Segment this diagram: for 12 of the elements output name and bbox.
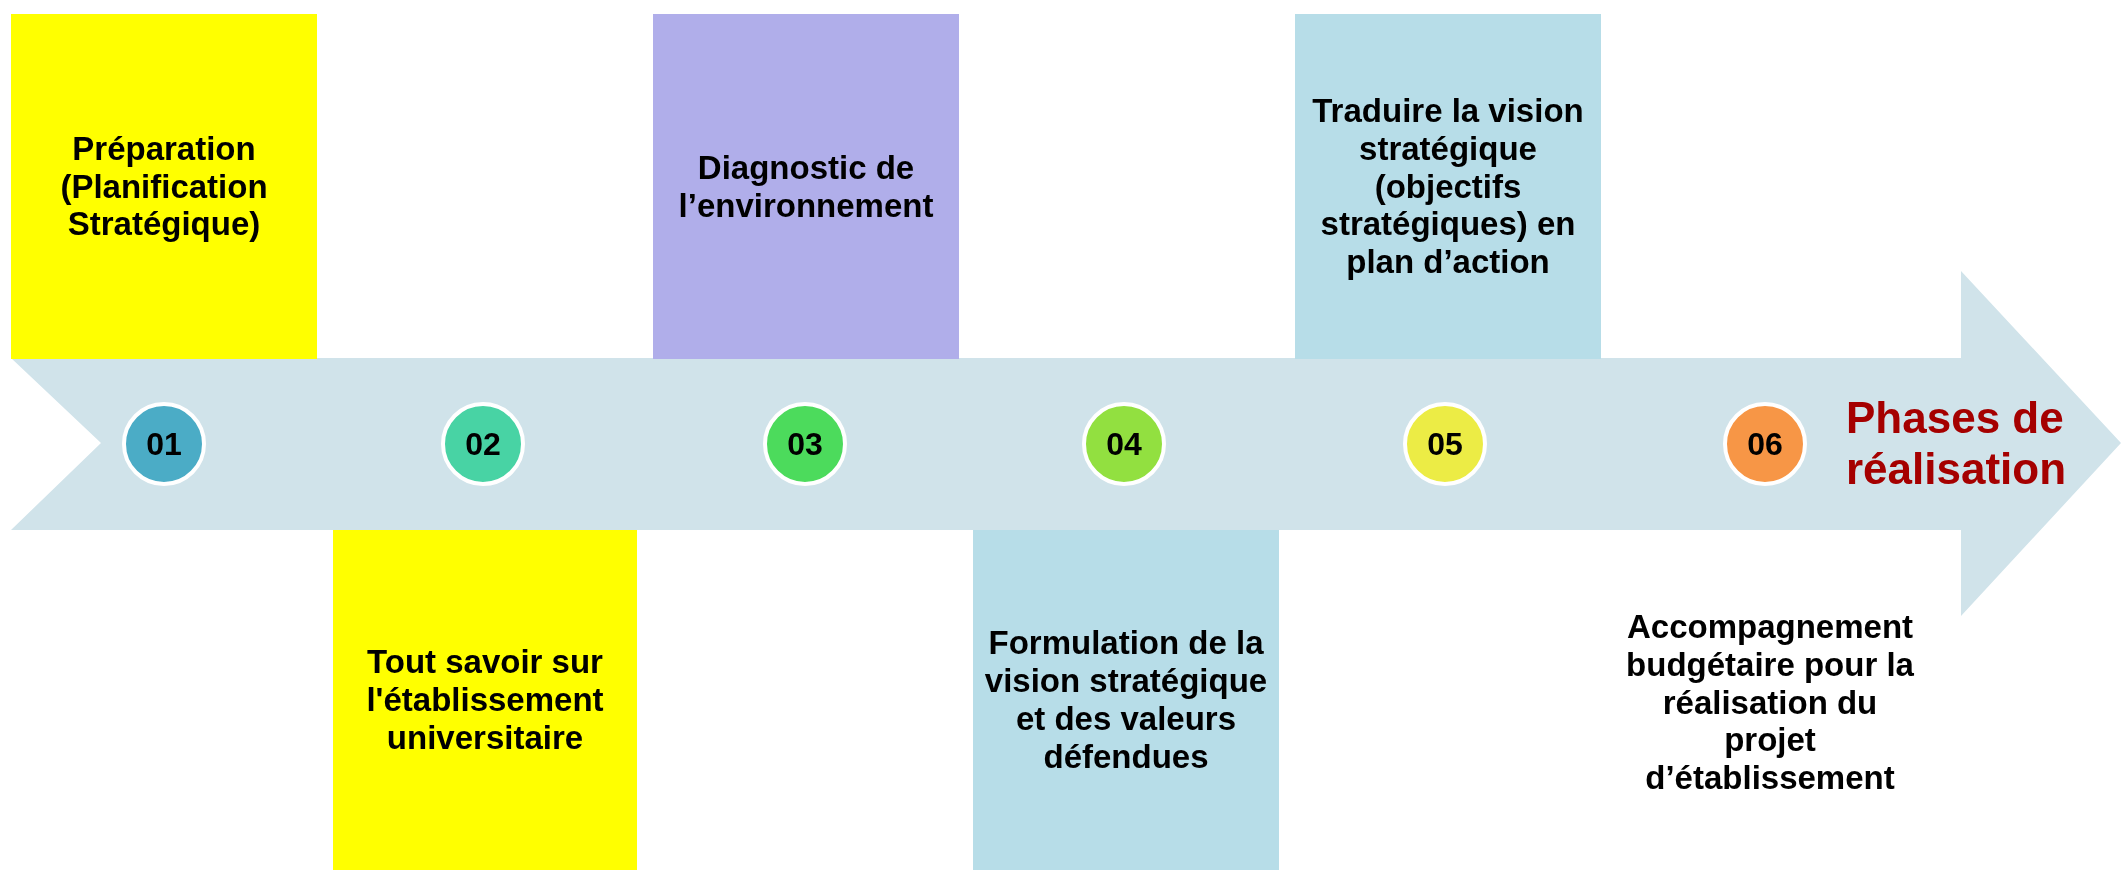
phase-text: Traduire la vision stratégique (objectifs stratégiques) en plan d’action (1311, 91, 1585, 282)
phase-text: Diagnostic de l’environnement (677, 148, 935, 225)
phase-box (653, 14, 959, 359)
timeline-title: Phases de réalisation (1846, 393, 2068, 495)
phase-text: Préparation (Planification Stratégique) (59, 129, 269, 244)
phase-box (11, 14, 317, 359)
phase-text: Tout savoir sur l'établissement universitaire (365, 643, 605, 757)
phase-text: Accompagnement budgétaire pour la réalisation du projet d’établissement (1625, 607, 1915, 798)
phase-box (333, 530, 637, 870)
phase-box (1295, 14, 1601, 359)
phase-box (973, 530, 1279, 870)
phase-text: Formulation de la vision stratégique et des valeurs défendues (983, 624, 1269, 776)
